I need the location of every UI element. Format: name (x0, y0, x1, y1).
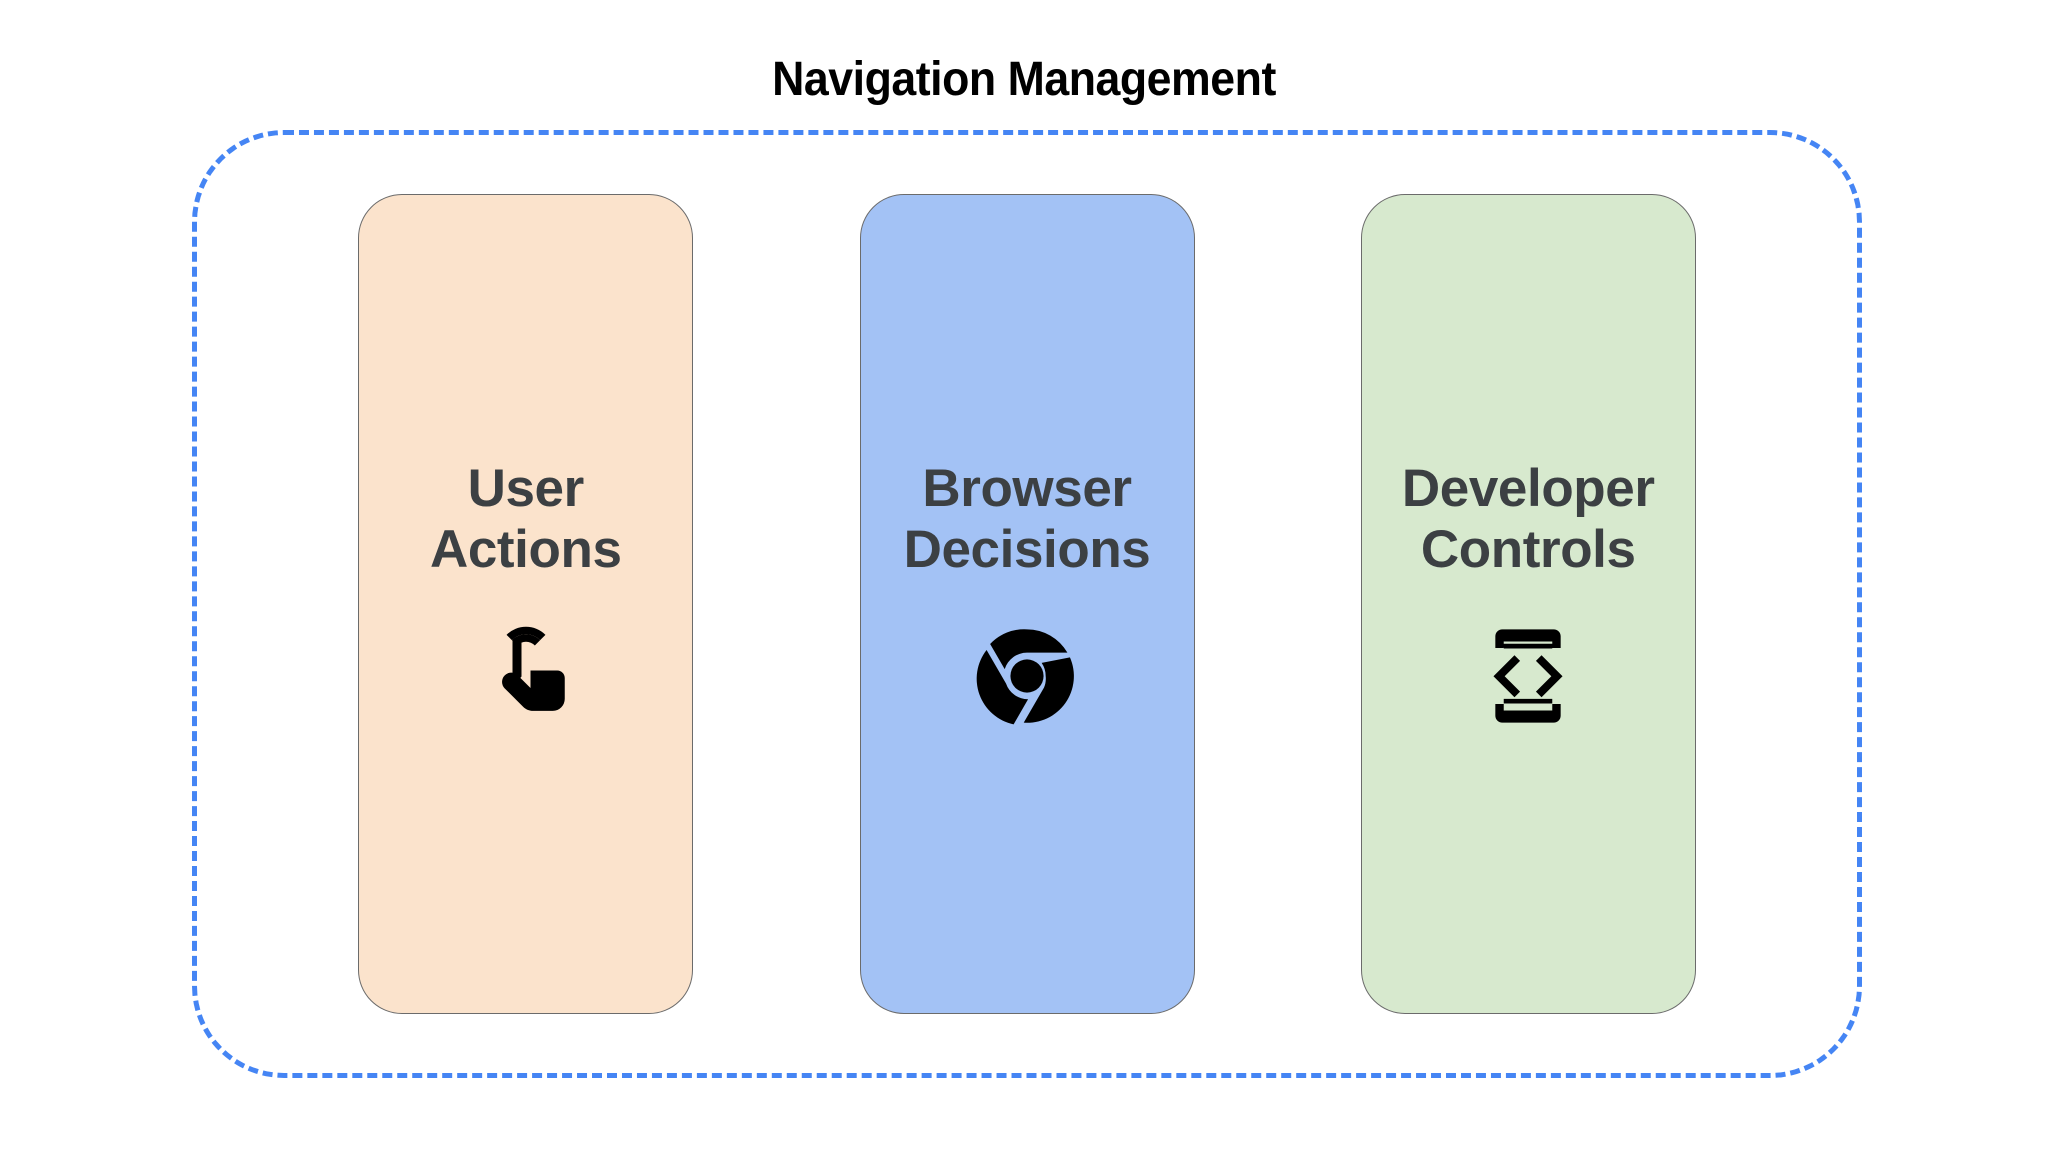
card-content: Browser Decisions (904, 458, 1151, 737)
card-content: Developer Controls (1402, 458, 1655, 737)
card-content: User Actions (430, 458, 622, 737)
navigation-management-boundary (192, 130, 1862, 1078)
developer-mode-icon (1468, 616, 1588, 736)
card-user-actions[interactable]: User Actions (358, 194, 694, 1014)
page-title: Navigation Management (772, 53, 1276, 107)
card-user-actions-label: User Actions (429, 458, 622, 579)
cards-row: User Actions Browser Decisions (192, 130, 1862, 1078)
tap-gesture-icon (466, 616, 586, 736)
chrome-logo-icon (967, 616, 1087, 736)
card-browser-decisions[interactable]: Browser Decisions (859, 194, 1195, 1014)
card-developer-controls[interactable]: Developer Controls (1360, 194, 1696, 1014)
card-browser-decisions-label: Browser Decisions (903, 458, 1151, 579)
card-developer-controls-label: Developer Controls (1401, 458, 1655, 579)
